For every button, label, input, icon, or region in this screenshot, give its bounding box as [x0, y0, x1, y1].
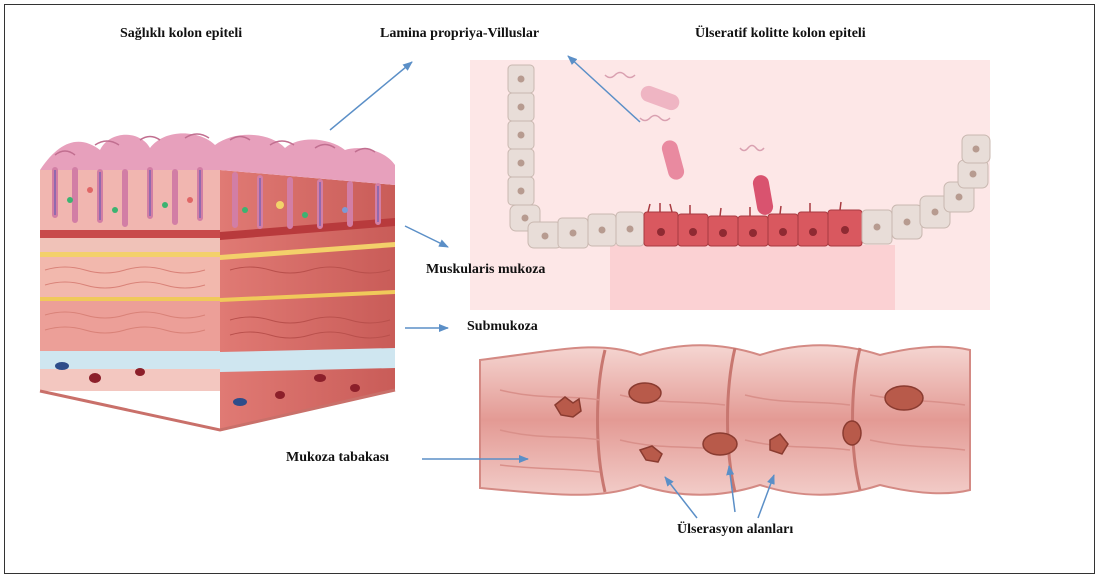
lamina-propria-label: Lamina propriya-Villuslar [380, 27, 539, 41]
healthy-epithelium-label: Sağlıklı kolon epiteli [120, 27, 242, 41]
colon-tube-illustration [480, 345, 970, 495]
ulcerative-epithelium-label: Ülseratif kolitte kolon epiteli [695, 27, 866, 41]
muscularis-mucosa-label: Muskularis mukoza [426, 263, 545, 277]
tissue-block [40, 133, 395, 430]
ulcerative-epithelium-illustration [470, 60, 990, 310]
mucosa-layer-label: Mukoza tabakası [286, 451, 389, 465]
submucosa-label: Submukoza [467, 320, 538, 334]
ulceration-areas-label: Ülserasyon alanları [677, 523, 793, 537]
